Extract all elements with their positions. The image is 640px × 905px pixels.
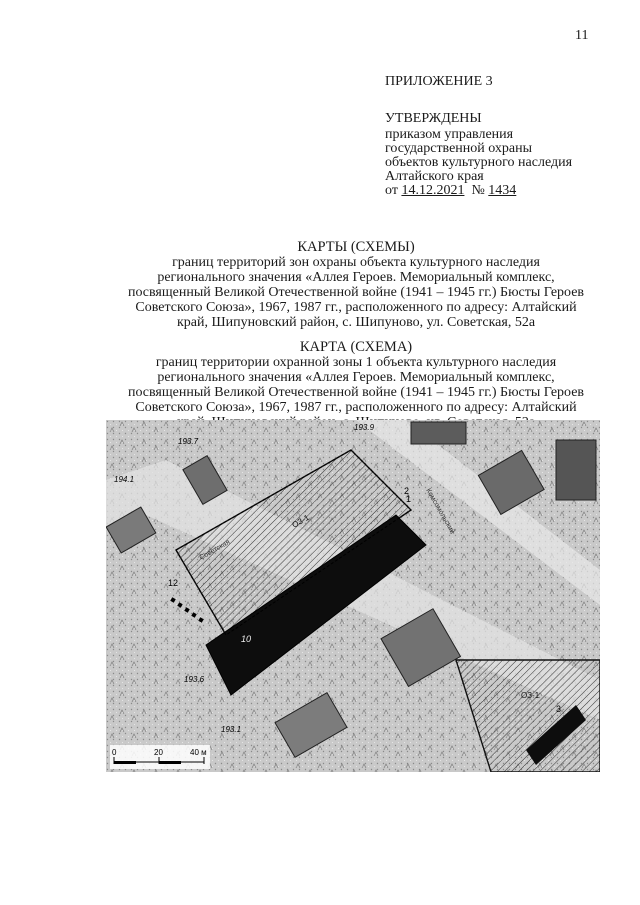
approval-heading: УТВЕРЖДЕНЫ: [385, 111, 482, 126]
building: [410, 421, 467, 445]
adjacent-object: [526, 705, 586, 765]
scale-label: 20: [154, 748, 163, 757]
map-title-block: КАРТА (СХЕМА) границ территории охранной…: [96, 339, 616, 431]
approval-line: приказом управления: [385, 127, 514, 142]
protection-zone-adjacent: [455, 659, 600, 772]
road-komsomolsky: [356, 420, 600, 605]
map-title-line: границ территории охранной зоны 1 объект…: [155, 355, 557, 370]
maps-title-line: Советского Союза», 1967, 1987 гг., распо…: [135, 300, 577, 315]
approval-block: УТВЕРЖДЕНЫ приказом управления государст…: [385, 112, 572, 198]
appendix-label: ПРИЛОЖЕНИЕ 3: [385, 74, 493, 89]
point-label: 2: [404, 486, 409, 496]
point-label: 3: [556, 704, 561, 714]
approval-line: объектов культурного наследия: [385, 155, 573, 170]
point-label: 1: [406, 494, 411, 504]
building: [106, 506, 157, 554]
maps-title-line: край, Шипуновский район, с. Шипуново, ул…: [176, 315, 536, 330]
approval-line: государственной охраны: [385, 141, 533, 156]
elevation-label: 193.9: [354, 423, 375, 432]
building: [380, 608, 462, 688]
building: [274, 691, 348, 759]
map-title-line: Советского Союза», 1967, 1987 гг., распо…: [135, 400, 577, 415]
elevation-label: 193.7: [178, 437, 199, 446]
approval-date: 14.12.2021: [401, 183, 465, 198]
map-title-line: регионального значения «Аллея Героев. Ме…: [157, 370, 555, 385]
building: [182, 454, 228, 506]
maps-title-line: посвященный Великой Отечественной войне …: [127, 285, 585, 300]
elevation-label: 193.6: [184, 675, 205, 684]
map-heading: КАРТА (СХЕМА): [299, 339, 413, 355]
maps-title-line: границ территорий зон охраны объекта кул…: [172, 255, 540, 270]
approval-line: Алтайского края: [385, 169, 484, 184]
maps-title-line: регионального значения «Аллея Героев. Ме…: [157, 270, 555, 285]
point-label: 10: [241, 634, 251, 644]
point-label: 12: [168, 578, 178, 588]
zone-map: 193.7 193.9 194.1 193.6 193.1 ОЗ-1 ОЗ-1 …: [106, 420, 600, 772]
page-number: 11: [575, 28, 589, 43]
scale-bar: 0 20 40 м: [110, 745, 210, 769]
approval-date-line: от 14.12.2021 № 1434: [385, 184, 572, 198]
zone-label: ОЗ-1: [521, 691, 540, 700]
date-prefix: от: [385, 183, 398, 198]
building: [477, 449, 545, 516]
elevation-label: 193.1: [221, 725, 241, 734]
map-drawing: 193.7 193.9 194.1 193.6 193.1 ОЗ-1 ОЗ-1 …: [106, 420, 600, 772]
maps-title-block: КАРТЫ (СХЕМЫ) границ территорий зон охра…: [96, 239, 616, 331]
alley-of-heroes: [205, 514, 427, 696]
building: [555, 439, 597, 501]
number-prefix: №: [471, 183, 485, 198]
map-title-line: посвященный Великой Отечественной войне …: [127, 385, 585, 400]
maps-heading: КАРТЫ (СХЕМЫ): [297, 239, 415, 255]
scale-label: 40 м: [190, 748, 207, 757]
elevation-label: 194.1: [114, 475, 134, 484]
approval-number: 1434: [488, 183, 517, 198]
scale-label: 0: [112, 748, 117, 757]
